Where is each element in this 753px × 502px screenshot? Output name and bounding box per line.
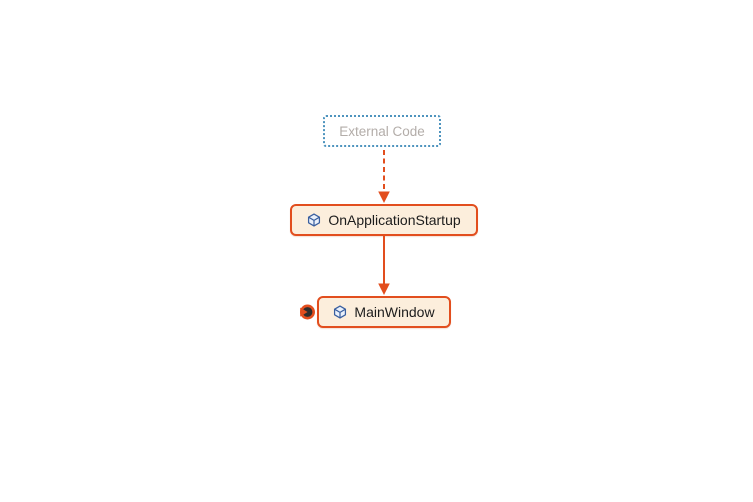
node-external-code[interactable]: External Code	[323, 115, 441, 147]
edge-external-code-to-on-application-startup[interactable]	[378, 150, 390, 203]
current-node-indicator-badge	[299, 304, 315, 320]
node-on-application-startup-label: OnApplicationStartup	[328, 212, 461, 228]
node-external-code-label: External Code	[339, 123, 425, 139]
node-main-window[interactable]: MainWindow	[317, 296, 451, 328]
arrowhead-down-icon	[378, 191, 390, 203]
node-on-application-startup[interactable]: OnApplicationStartup	[290, 204, 478, 236]
cube-icon	[333, 305, 347, 319]
arrowhead-down-icon	[378, 283, 390, 295]
edge-on-application-startup-to-main-window[interactable]	[378, 236, 390, 295]
cube-icon	[307, 213, 321, 227]
node-main-window-label: MainWindow	[354, 304, 435, 320]
